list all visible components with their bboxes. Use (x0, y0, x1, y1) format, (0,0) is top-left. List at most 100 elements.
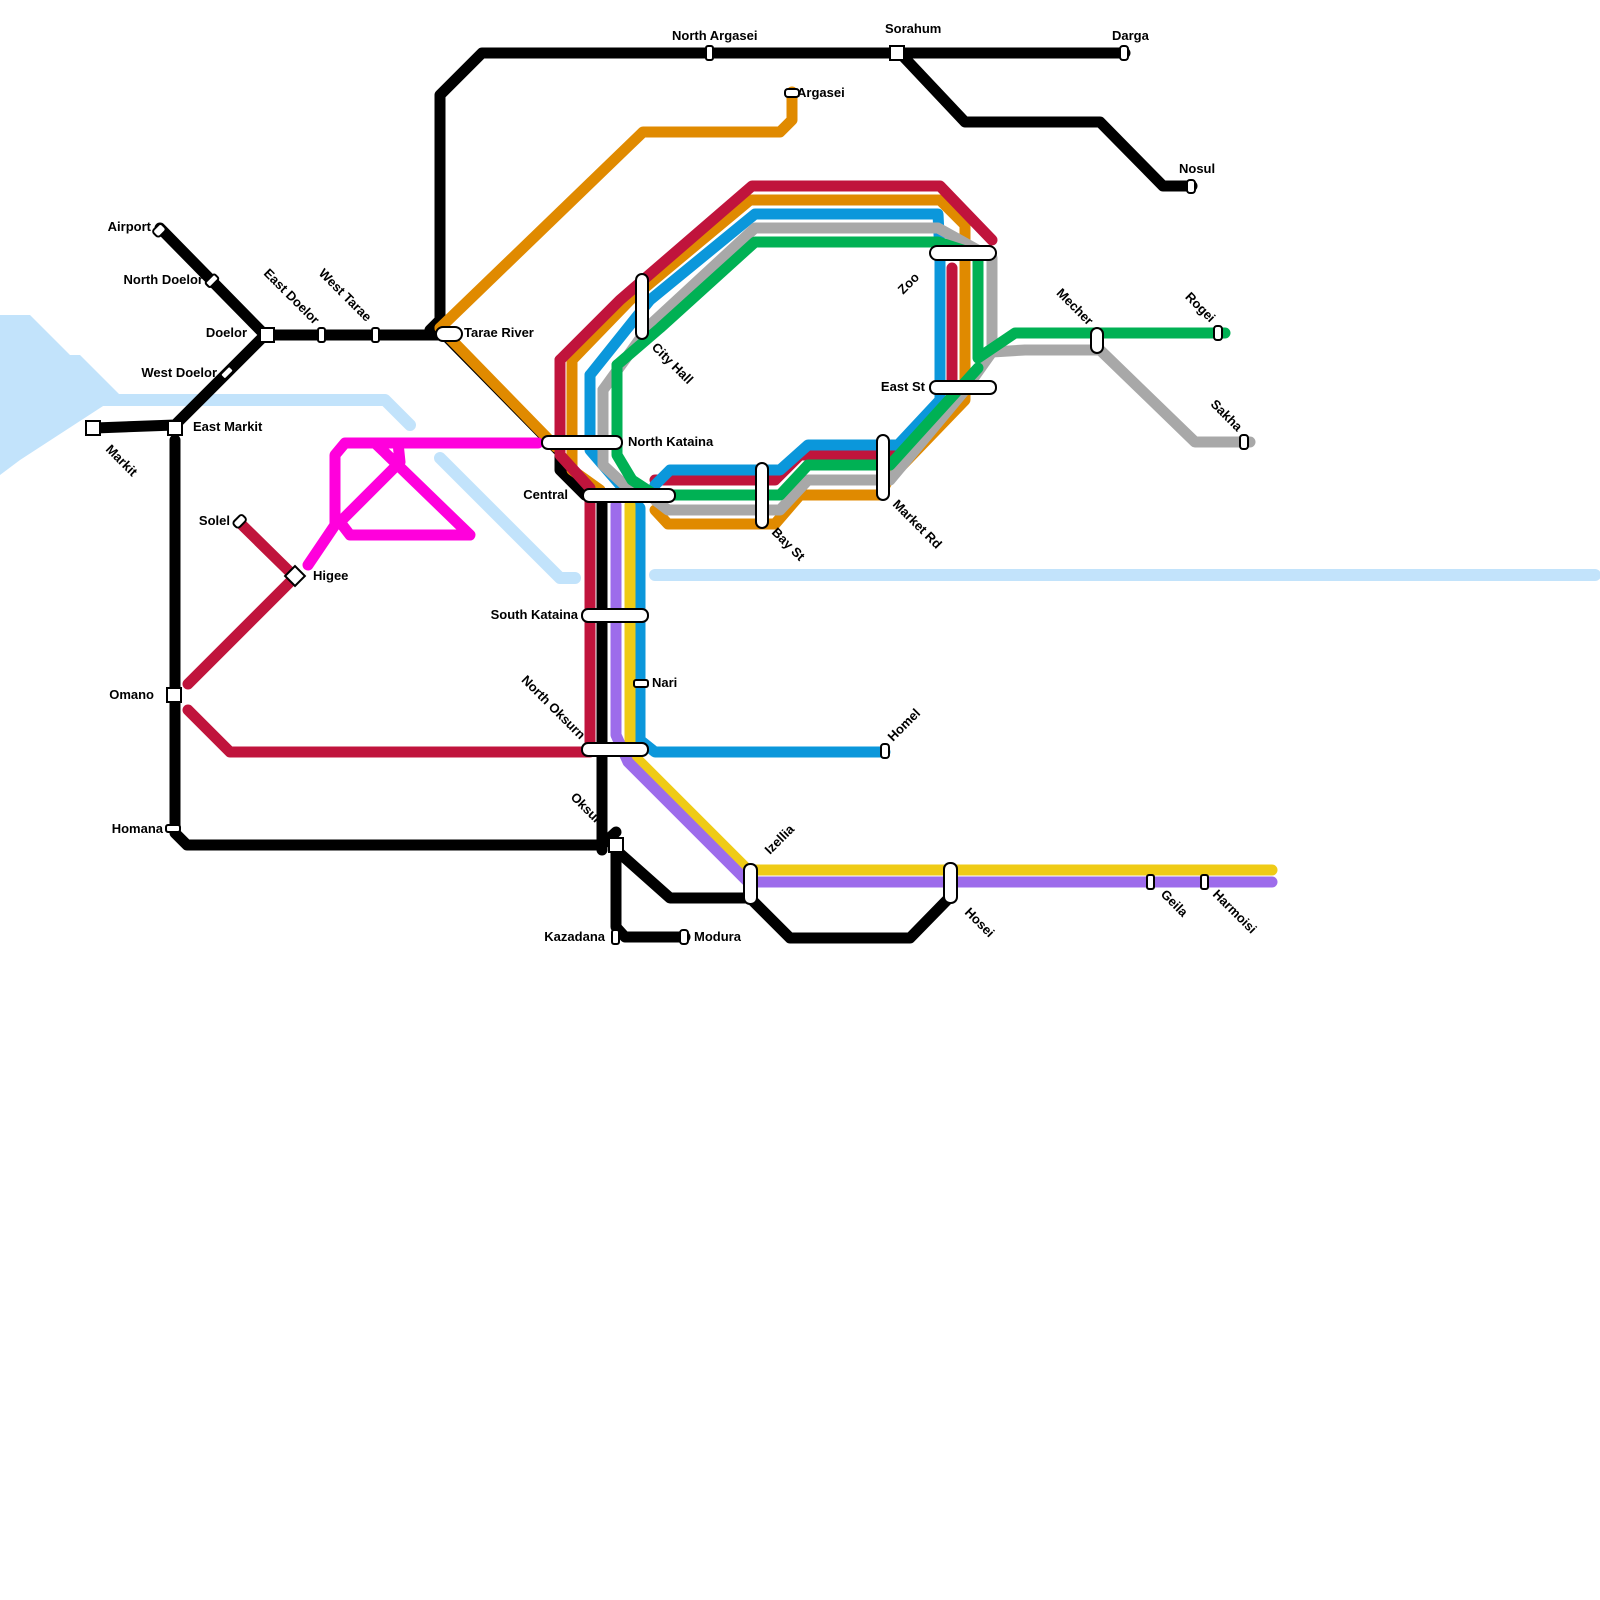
station-label-west-doelor: West Doelor (141, 365, 217, 380)
station-marker-north-kataina[interactable] (541, 435, 623, 450)
station-label-kazadana: Kazadana (544, 929, 605, 944)
station-marker-darga[interactable] (1119, 45, 1129, 61)
station-marker-omano[interactable] (166, 687, 182, 703)
station-marker-hosei[interactable] (943, 862, 958, 904)
grey-line-central (597, 384, 636, 496)
orange-line-loop (566, 194, 971, 530)
station-label-homel: Homel (885, 705, 924, 744)
station-marker-east-doelor[interactable] (317, 327, 326, 343)
station-label-homana: Homana (112, 821, 164, 836)
station-label-tarae-river: Tarae River (464, 325, 534, 340)
orange-line-argasei-branch (434, 86, 798, 334)
blue-line-loop (584, 208, 946, 491)
green-line-loop (611, 236, 1231, 371)
station-marker-tarae-river[interactable] (435, 326, 463, 342)
station-marker-north-doelor[interactable] (204, 273, 220, 288)
station-label-nosul: Nosul (1179, 161, 1215, 176)
station-marker-modura[interactable] (679, 929, 689, 945)
station-markers (85, 45, 1249, 945)
station-marker-rogei[interactable] (1213, 325, 1223, 341)
station-marker-south-kataina[interactable] (581, 608, 649, 623)
black-line-hosei (610, 844, 958, 944)
station-marker-doelor[interactable] (259, 327, 275, 343)
station-marker-airport[interactable] (152, 223, 167, 238)
station-marker-market-rd[interactable] (876, 434, 890, 501)
station-marker-izellia[interactable] (743, 863, 758, 905)
station-marker-east-markit[interactable] (167, 420, 183, 436)
magenta-line-main (302, 437, 544, 571)
station-label-west-tarae: West Tarae (316, 266, 375, 325)
black-line-kazadana (610, 844, 691, 943)
station-marker-north-argasei[interactable] (705, 45, 714, 61)
yellow-line-main (624, 499, 1278, 876)
station-label-north-argasei: North Argasei (672, 28, 757, 43)
station-label-doelor: Doelor (206, 325, 247, 340)
station-label-east-st: East St (881, 379, 926, 394)
station-marker-oksurn[interactable] (608, 837, 624, 853)
station-marker-markit[interactable] (85, 420, 101, 436)
black-line-nosul-branch (894, 47, 1198, 192)
station-label-modura: Modura (694, 929, 742, 944)
station-marker-sorahum[interactable] (889, 45, 905, 61)
station-label-bay-st: Bay St (769, 525, 809, 565)
orange-line (434, 86, 971, 530)
station-label-north-doelor: North Doelor (124, 272, 203, 287)
station-label-airport: Airport (108, 219, 152, 234)
station-label-mecher: Mecher (1054, 285, 1097, 328)
green-line-central (611, 359, 661, 501)
station-marker-argasei[interactable] (784, 88, 800, 98)
purple-line (610, 499, 1278, 888)
station-marker-geila[interactable] (1146, 874, 1155, 890)
station-marker-sakha[interactable] (1239, 434, 1249, 450)
station-marker-west-doelor[interactable] (219, 365, 235, 380)
station-marker-harmoisi[interactable] (1200, 874, 1209, 890)
station-marker-kazadana[interactable] (611, 929, 620, 945)
station-label-harmoisi: Harmoisi (1210, 887, 1260, 937)
purple-line-main (610, 499, 1278, 888)
station-label-market-rd: Market Rd (890, 497, 945, 552)
station-marker-homel[interactable] (880, 743, 890, 759)
station-marker-nari[interactable] (633, 679, 649, 688)
magenta-line-triangle (334, 437, 476, 541)
station-marker-north-oksurn[interactable] (581, 742, 649, 757)
station-label-argasei: Argasei (797, 85, 845, 100)
station-label-sakha: Sakha (1208, 396, 1246, 434)
grey-line-loop (597, 222, 1256, 448)
station-label-nari: Nari (652, 675, 677, 690)
station-marker-zoo[interactable] (929, 245, 997, 261)
crimson-line-loop (554, 180, 998, 366)
river-middle (434, 452, 581, 584)
station-label-hosei: Hosei (962, 905, 998, 941)
green-line-east-st (649, 362, 984, 501)
station-label-east-markit: East Markit (193, 419, 263, 434)
station-label-north-kataina: North Kataina (628, 434, 714, 449)
station-marker-solel[interactable] (232, 514, 247, 529)
station-label-south-kataina: South Kataina (491, 607, 579, 622)
station-label-omano: Omano (109, 687, 154, 702)
water-features (0, 315, 1600, 584)
station-label-central: Central (523, 487, 568, 502)
station-label-geila: Geila (1158, 887, 1192, 921)
station-marker-central[interactable] (582, 488, 676, 503)
station-label-east-doelor: East Doelor (261, 266, 323, 328)
water-body-west (0, 315, 120, 475)
station-marker-homana[interactable] (165, 824, 181, 833)
station-marker-west-tarae[interactable] (371, 327, 380, 343)
station-label-rogei: Rogei (1182, 289, 1218, 325)
station-marker-nosul[interactable] (1186, 179, 1196, 194)
magenta-line (302, 437, 544, 571)
yellow-line (624, 499, 1278, 876)
station-marker-bay-st[interactable] (755, 462, 769, 529)
station-label-north-oksurn: North Oksurn (519, 672, 589, 742)
station-marker-higee[interactable] (283, 564, 307, 588)
station-marker-east-st[interactable] (929, 380, 997, 395)
black-line-north-loop (424, 47, 1131, 336)
station-label-markit: Markit (103, 442, 141, 480)
station-label-sorahum: Sorahum (885, 21, 941, 36)
station-marker-city-hall[interactable] (635, 273, 649, 340)
station-label-solel: Solel (199, 513, 230, 528)
station-label-city-hall: City Hall (649, 340, 696, 387)
station-marker-mecher[interactable] (1090, 327, 1104, 354)
station-label-izellia: Izellia (762, 821, 798, 857)
